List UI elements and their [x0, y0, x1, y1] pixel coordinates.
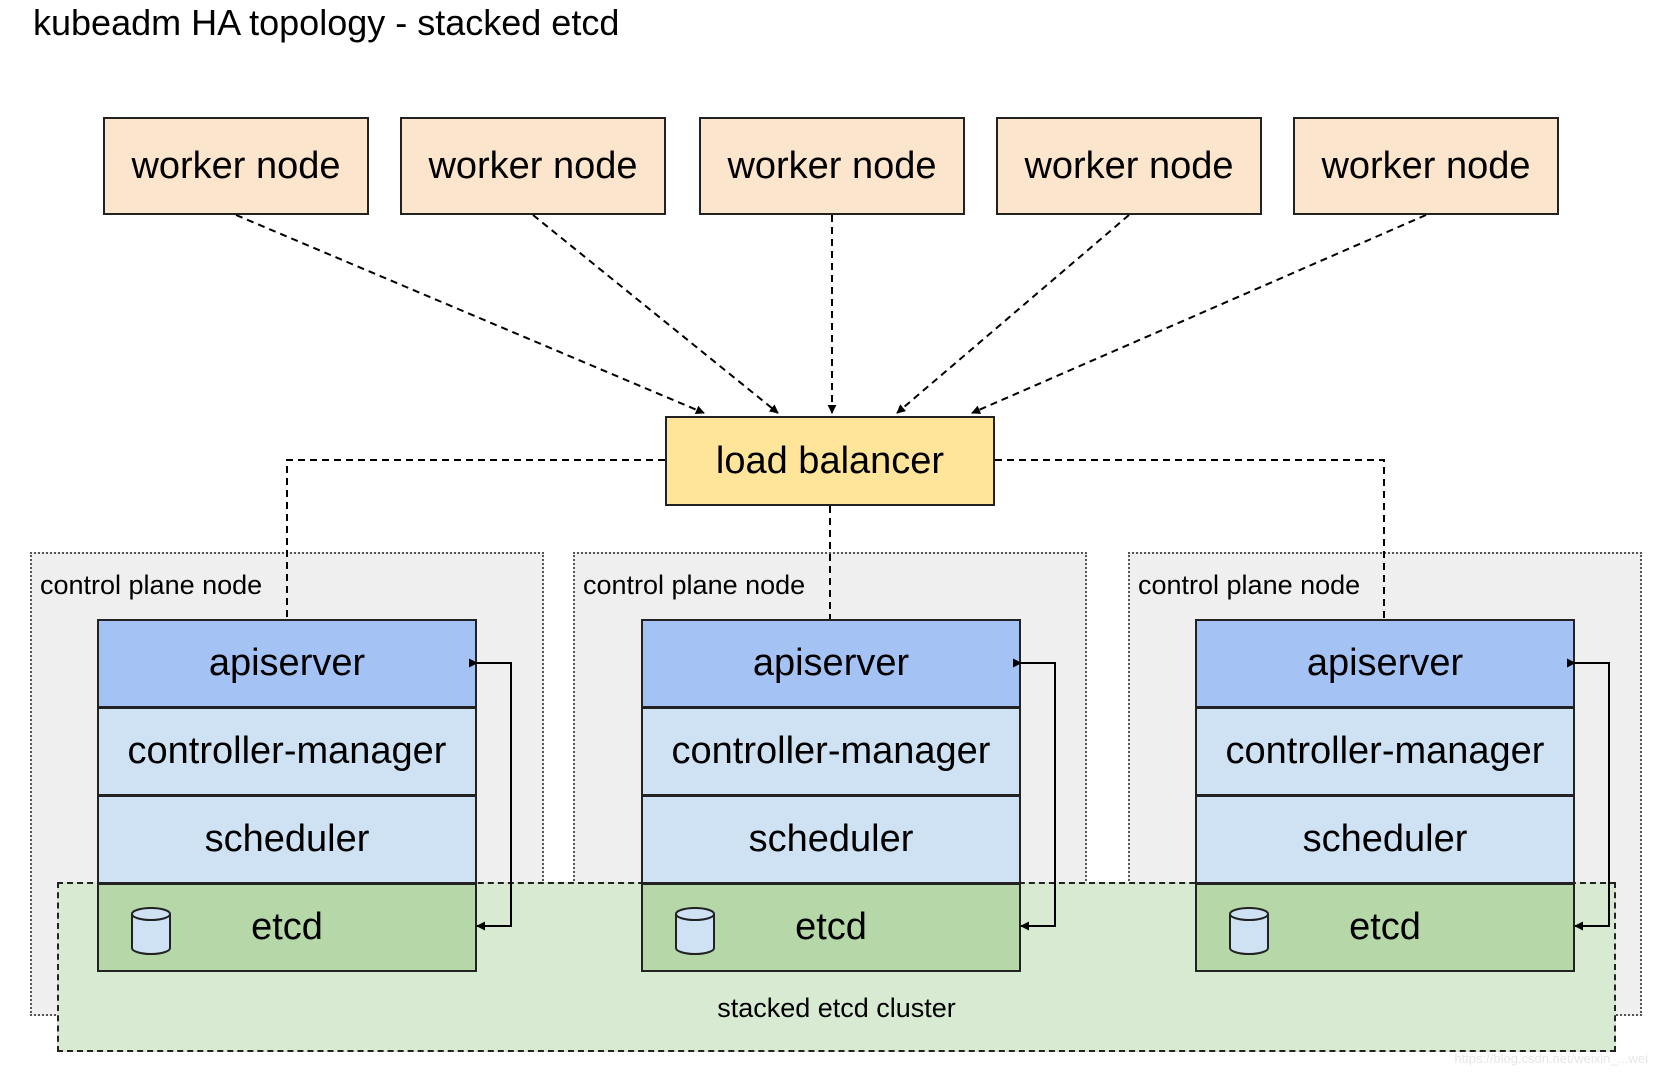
worker-2-to-lb-arrow [532, 214, 779, 414]
lb-to-apiserver-3-line [995, 459, 1385, 619]
apiserver-1: apiserver [97, 619, 477, 708]
control-plane-node-label: control plane node [40, 570, 263, 600]
apiserver-3: apiserver [1195, 619, 1575, 708]
worker-node-1: worker node [103, 117, 369, 215]
worker-node-3: worker node [699, 117, 965, 215]
etcd-apiserver-loop-1 [468, 658, 512, 931]
etcd-label: etcd [795, 906, 867, 948]
worker-1-to-lb-arrow [235, 214, 705, 414]
scheduler-2: scheduler [641, 795, 1021, 884]
controller-manager-3: controller-manager [1195, 707, 1575, 796]
etcd-cluster-label: stacked etcd cluster [717, 993, 956, 1023]
etcd-3: etcd [1195, 883, 1575, 972]
scheduler-3: scheduler [1195, 795, 1575, 884]
watermark: https://blog.csdn.net/weixin_...wei [1454, 1051, 1648, 1066]
database-cylinder-icon [675, 907, 715, 955]
etcd-1: etcd [97, 883, 477, 972]
worker-node-5: worker node [1293, 117, 1559, 215]
etcd-label: etcd [1349, 906, 1421, 948]
worker-5-to-lb-arrow [971, 214, 1427, 414]
worker-node-2: worker node [400, 117, 666, 215]
etcd-label: etcd [251, 906, 323, 948]
database-cylinder-icon [131, 907, 171, 955]
etcd-apiserver-loop-3 [1566, 658, 1610, 931]
worker-4-to-lb-arrow [896, 214, 1130, 414]
control-plane-node-label: control plane node [583, 570, 806, 600]
database-cylinder-icon [1229, 907, 1269, 955]
diagram-title: kubeadm HA topology - stacked etcd [33, 2, 620, 43]
control-plane-node-label: control plane node [1138, 570, 1361, 600]
lb-to-apiserver-1-line [286, 459, 665, 619]
etcd-apiserver-loop-2 [1012, 658, 1056, 931]
worker-node-4: worker node [996, 117, 1262, 215]
load-balancer: load balancer [665, 416, 995, 506]
etcd-2: etcd [641, 883, 1021, 972]
